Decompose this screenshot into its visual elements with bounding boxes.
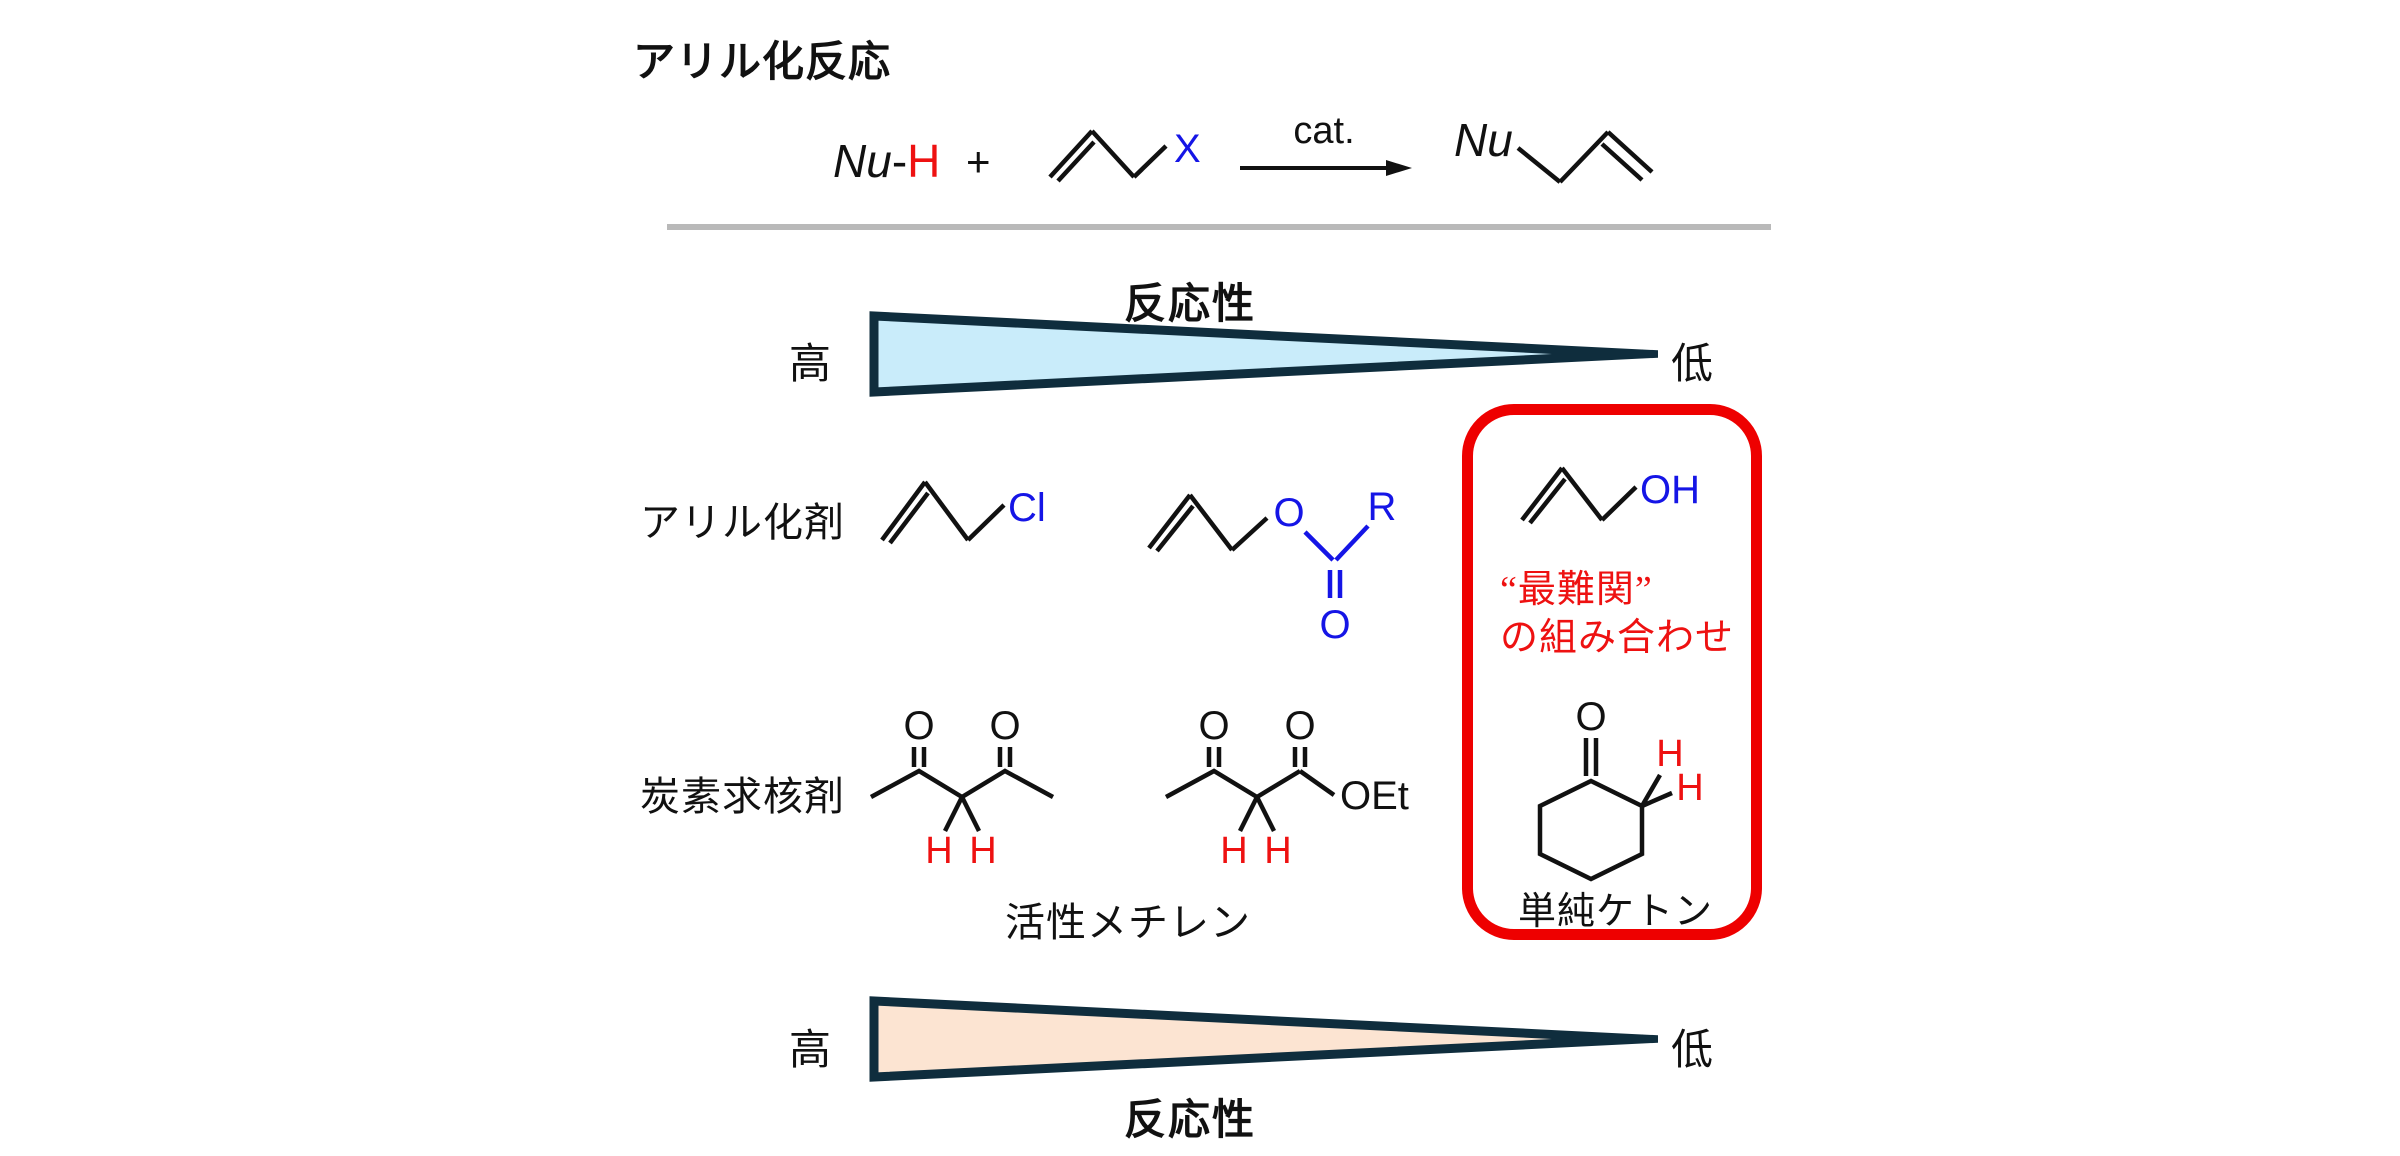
bond: [1516, 146, 1562, 184]
alpha-hydrogen: H: [1676, 767, 1703, 809]
double-bond-inner: [888, 491, 930, 545]
acetylacetone-structure: O O H H: [869, 704, 1055, 872]
c-h-bond: [959, 795, 982, 833]
carbon-chain: [869, 768, 1055, 800]
nu-hyphen: -: [891, 135, 908, 187]
reactivity-wedge-top: [869, 311, 1658, 397]
acidic-hydrogen: H: [969, 830, 996, 872]
double-bond-outer: [1147, 493, 1192, 550]
bond: [1188, 493, 1234, 552]
reactivity-label-bottom: 反応性: [1123, 1096, 1256, 1143]
r-group: R: [1368, 485, 1397, 529]
acidic-hydrogen: H: [1220, 830, 1247, 872]
page-title: アリル化反応: [633, 38, 892, 85]
low-label-bottom: 低: [1671, 1026, 1714, 1073]
reactivity-label-top: 反応性: [1123, 280, 1256, 327]
nu-hydrogen: H: [907, 135, 941, 187]
double-bond-outer: [1520, 466, 1564, 522]
c-h-bond: [1640, 773, 1662, 808]
bond: [1090, 129, 1136, 179]
chlorine-atom: Cl: [1008, 486, 1046, 530]
nu-symbol: Nu: [833, 135, 892, 187]
hardest-note-line2: の組み合わせ: [1500, 617, 1735, 659]
hardest-combination-box: [1462, 404, 1762, 940]
hardest-note-line1: “最難関”: [1500, 569, 1653, 611]
caption-active-methylene: 活性メチレン: [1005, 901, 1251, 945]
bond: [1298, 769, 1336, 797]
ketone-oxygen-atom: O: [903, 704, 934, 748]
plus-sign: +: [966, 138, 991, 185]
reactivity-wedge-bottom: [869, 996, 1658, 1082]
row-label-carbon-nucleophiles: 炭素求核剤: [640, 775, 845, 819]
ketone-oxygen-atom: O: [1198, 704, 1229, 748]
bond-blue: [1334, 524, 1370, 562]
section-divider: [667, 224, 1771, 230]
double-bond-inner: [1155, 504, 1195, 553]
hardest-combination-note: “最難関” の組み合わせ: [1500, 566, 1734, 662]
reaction-arrow-icon: [1240, 160, 1412, 176]
bond-blue: [1303, 530, 1335, 562]
cyclohexane-ring: [1537, 778, 1645, 882]
alpha-hydrogen: H: [1656, 733, 1683, 775]
double-bond-outer: [880, 480, 927, 542]
nucleophile-formula: Nu-H: [833, 134, 940, 188]
carbonyl-oxygen-atom: O: [1319, 603, 1350, 647]
ketone-oxygen-atom: O: [989, 704, 1020, 748]
ethoxy-group: OEt: [1340, 774, 1409, 818]
acidic-hydrogen: H: [1264, 830, 1291, 872]
product-nu-symbol: Nu: [1454, 114, 1513, 166]
c-h-bond: [1237, 795, 1260, 833]
bond: [1600, 485, 1638, 522]
double-bond-inner: [1600, 142, 1644, 182]
wedge-shape-blue: [869, 311, 1658, 397]
high-label-bottom: 高: [789, 1026, 832, 1073]
bond: [1230, 516, 1269, 552]
cyclohexanone-structure: O H H: [1537, 695, 1704, 882]
row-label-allylating-agents: アリル化剤: [640, 501, 845, 545]
caption-simple-ketone: 単純ケトン: [1518, 891, 1714, 933]
double-bond-outer: [1048, 129, 1094, 179]
arrow-head: [1386, 160, 1412, 176]
hydroxyl-group: OH: [1640, 468, 1700, 512]
allyl-x-structure: X: [1048, 127, 1201, 183]
ester-oxygen-atom: O: [1273, 491, 1304, 535]
ketone-oxygen-atom: O: [1575, 695, 1606, 739]
double-bond-inner: [1056, 140, 1096, 183]
leaving-group-x: X: [1174, 127, 1201, 171]
ester-oxygen-atom: O: [1284, 704, 1315, 748]
catalyst-label: cat.: [1293, 110, 1355, 152]
high-label-top: 高: [789, 340, 832, 387]
low-label-top: 低: [1671, 340, 1714, 387]
bond: [1560, 466, 1604, 522]
allyl-chloride-structure: Cl: [880, 480, 1046, 545]
bond: [923, 480, 970, 542]
double-bond-inner: [1528, 477, 1567, 525]
bond: [966, 503, 1006, 542]
allyl-ester-structure: O R O: [1147, 485, 1397, 647]
allyl-alcohol-structure: OH: [1520, 466, 1700, 525]
bond: [1132, 144, 1168, 179]
bond: [1558, 130, 1610, 184]
carbon-chain: [1164, 768, 1302, 800]
c-h-bond: [942, 795, 965, 833]
catalyst-arrow-group: cat.: [1238, 110, 1416, 179]
double-bond-outer: [1606, 130, 1654, 174]
c-h-bond: [1254, 795, 1277, 833]
product-structure: Nu: [1454, 114, 1654, 184]
ethyl-acetoacetate-structure: O O OEt H H: [1164, 704, 1409, 872]
c-h-bond: [1641, 790, 1673, 809]
wedge-shape-peach: [869, 996, 1658, 1082]
acidic-hydrogen: H: [925, 830, 952, 872]
